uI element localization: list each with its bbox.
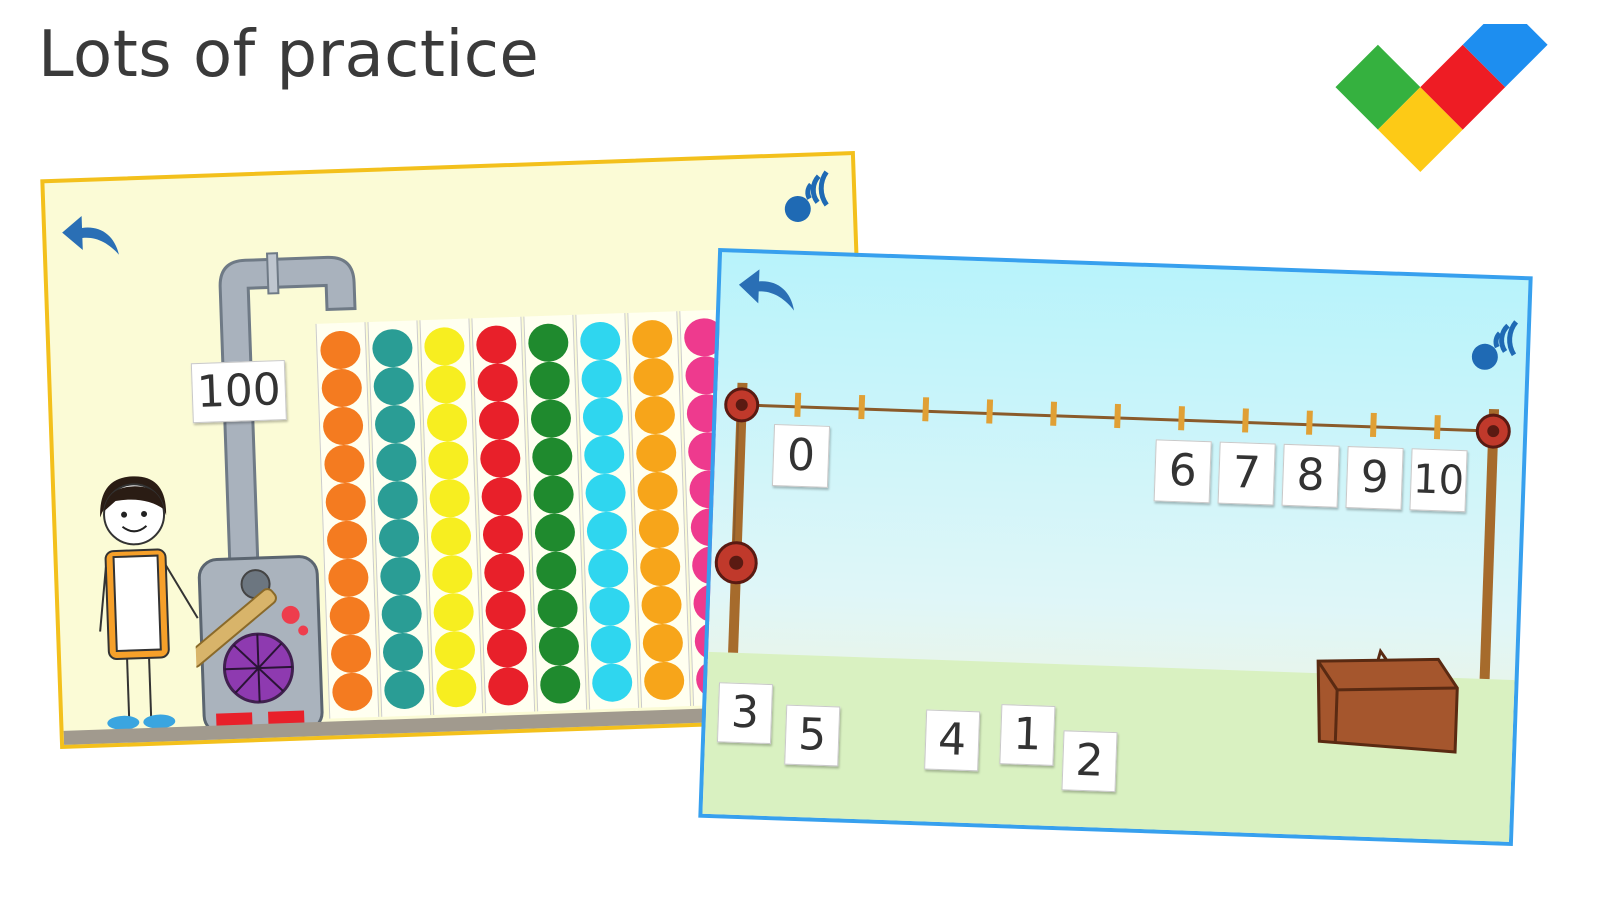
- ground-card[interactable]: 3: [716, 682, 774, 745]
- ground-card[interactable]: 2: [1061, 730, 1118, 793]
- logo-yellow-square: [1377, 87, 1463, 173]
- hung-card[interactable]: 8: [1281, 443, 1340, 508]
- ground-card[interactable]: 1: [999, 704, 1056, 766]
- back-arrow-icon[interactable]: [736, 265, 800, 313]
- hung-card[interactable]: 0: [771, 424, 831, 488]
- basket: [1316, 647, 1459, 754]
- hung-card[interactable]: 6: [1153, 439, 1212, 504]
- speaker-icon[interactable]: [782, 170, 840, 224]
- hung-card[interactable]: 10: [1409, 448, 1468, 513]
- hung-card[interactable]: 9: [1345, 446, 1404, 510]
- clothesline: [714, 382, 1511, 680]
- speaker-icon[interactable]: [1470, 318, 1528, 372]
- back-arrow-icon[interactable]: [59, 211, 123, 259]
- page-headline: Lots of practice: [38, 18, 540, 92]
- machine-pipe: [218, 252, 357, 568]
- ground-card[interactable]: 4: [924, 709, 981, 772]
- bead-counter-card: 100: [190, 359, 287, 424]
- child-character: [99, 476, 199, 730]
- brand-logo: [1335, 24, 1548, 173]
- hung-card[interactable]: 7: [1217, 441, 1276, 506]
- counting-machine: [192, 555, 324, 735]
- number-line-screenshot: 0 6 7 8 9 10 3 5 4 1 2: [698, 247, 1533, 847]
- bead-machine-screenshot: 100: [40, 150, 875, 750]
- ground-card[interactable]: 5: [784, 704, 841, 767]
